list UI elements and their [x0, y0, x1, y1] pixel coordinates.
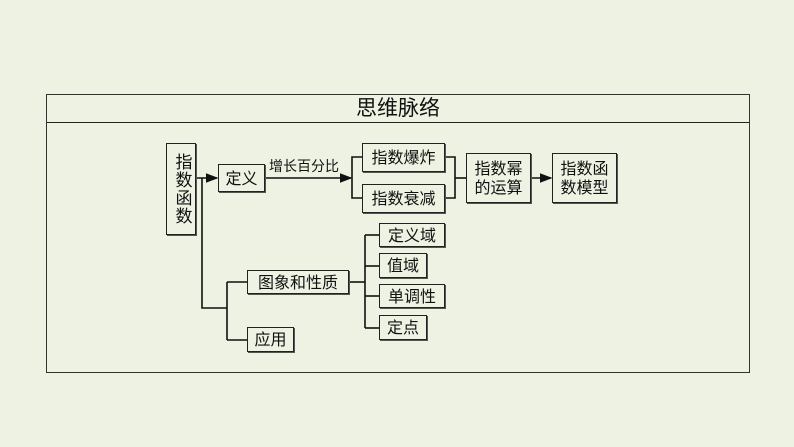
node-application: 应用 — [247, 327, 294, 352]
node-graph-properties: 图象和性质 — [247, 270, 349, 294]
left-bracket — [351, 156, 362, 199]
node-fixed-point: 定点 — [379, 315, 427, 340]
node-monotonicity: 单调性 — [379, 284, 445, 308]
node-range: 值域 — [379, 253, 427, 278]
growth-percentage-label: 增长百分比 — [269, 159, 339, 175]
right-bracket — [445, 156, 456, 199]
diagram-frame: 思维脉络 — [46, 94, 750, 373]
node-exponential-model: 指数函数模型 — [552, 153, 617, 203]
root-to-lower-branch — [201, 178, 227, 309]
node-exponential-decay: 指数衰减 — [362, 184, 445, 213]
diagram-title: 思维脉络 — [47, 95, 749, 123]
node-exponential-explosion: 指数爆炸 — [362, 143, 445, 172]
node-power-operations: 指数幂的运算 — [466, 153, 531, 203]
node-domain: 定义域 — [379, 223, 445, 247]
node-exponential-function: 指数函数 — [166, 143, 196, 235]
node-definition: 定义 — [218, 164, 265, 192]
